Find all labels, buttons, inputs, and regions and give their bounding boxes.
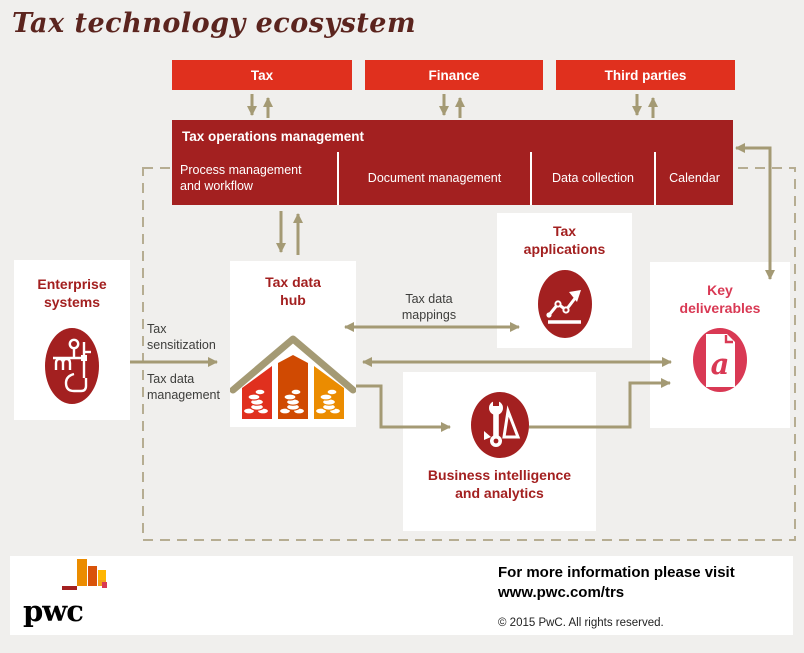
ops-section-document-management: Document management xyxy=(339,152,532,205)
top-box-tax-label: Tax xyxy=(250,67,274,83)
edge-label-tax-data-mappings: Tax data mappings xyxy=(401,292,457,323)
ops-bar-title: Tax operations management xyxy=(182,129,365,144)
tools-icon xyxy=(470,390,530,460)
node-business-intelligence: Business intelligence and analytics xyxy=(403,372,596,531)
page-title: Tax technology ecosystem xyxy=(12,8,417,39)
footer-url[interactable]: www.pwc.com/trs xyxy=(498,584,625,602)
node-enterprise-systems: Enterprise systems xyxy=(14,260,130,420)
tax-applications-label: Tax applications xyxy=(523,223,606,257)
top-box-third-parties: Third parties xyxy=(556,60,735,90)
pwc-logo-blocks xyxy=(62,559,107,590)
pwc-wordmark: pwc xyxy=(23,594,84,628)
edge-label-tax-data-management: Tax data management xyxy=(147,372,220,403)
top-box-third-parties-label: Third parties xyxy=(604,67,687,83)
top-box-tax: Tax xyxy=(172,60,352,90)
node-key-deliverables: Key deliverables a xyxy=(650,262,790,428)
money-house-icon xyxy=(230,333,356,425)
ops-bar-sections: Process management and workflow Document… xyxy=(172,152,733,205)
tax-operations-management-bar: Tax operations management Process manage… xyxy=(172,120,733,205)
footer-info: For more information please visit www.pw… xyxy=(498,563,735,604)
process-map-icon xyxy=(43,326,101,406)
business-intelligence-label: Business intelligence and analytics xyxy=(427,467,572,501)
edge-label-tax-sensitization: Tax sensitization xyxy=(147,322,216,353)
top-box-finance: Finance xyxy=(365,60,543,90)
node-tax-applications: Tax applications xyxy=(497,213,632,348)
node-tax-data-hub: Tax data hub xyxy=(230,261,356,427)
top-box-finance-label: Finance xyxy=(428,67,480,83)
growth-chart-icon xyxy=(537,269,593,339)
document-a-icon: a xyxy=(691,326,749,394)
footer-copyright: © 2015 PwC. All rights reserved. xyxy=(498,617,664,629)
enterprise-systems-label: Enterprise systems xyxy=(37,276,107,310)
key-deliverables-label: Key deliverables xyxy=(679,282,761,316)
arrow-ops-keydeliverables-loop xyxy=(735,143,775,280)
footer: pwc For more information please visit ww… xyxy=(10,556,793,635)
tax-data-hub-label: Tax data hub xyxy=(265,274,321,308)
ops-section-process-management: Process management and workflow xyxy=(172,152,339,205)
svg-text:a: a xyxy=(711,347,730,381)
ops-section-data-collection: Data collection xyxy=(532,152,656,205)
ops-section-calendar: Calendar xyxy=(669,170,720,185)
footer-info-line1: For more information please visit xyxy=(498,564,735,581)
